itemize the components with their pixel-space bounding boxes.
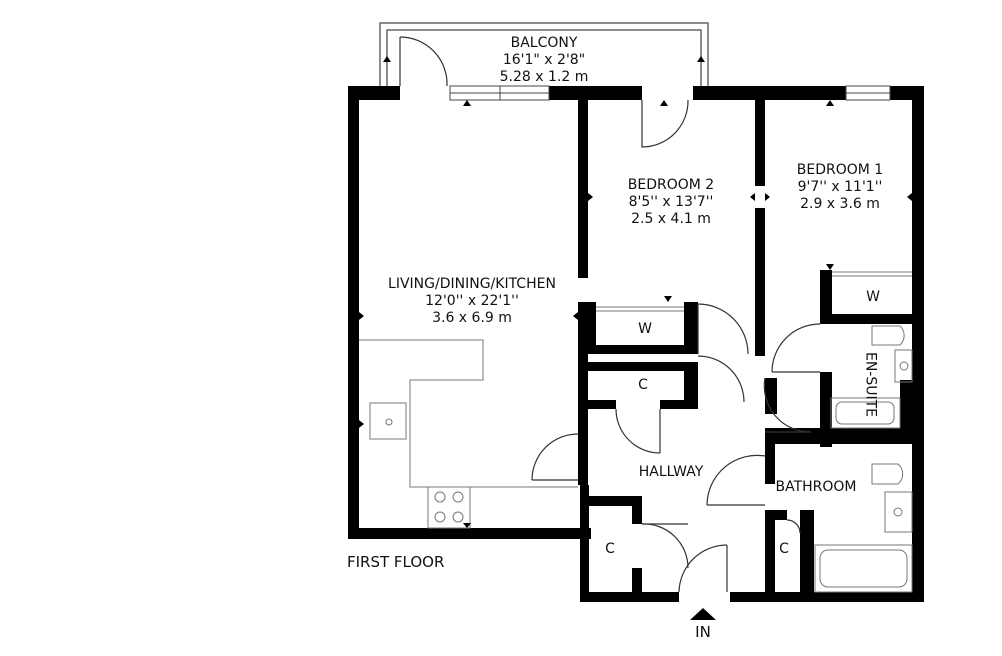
balcony-label: BALCONY 16'1" x 2'8" 5.28 x 1.2 m [494,35,594,86]
entrance-label: IN [695,623,711,641]
balcony-name: BALCONY [510,35,578,51]
direction-markers [359,56,912,528]
wardrobe-label-bed1: W [866,289,880,305]
entrance-arrow-icon [690,608,716,620]
bedroom2-metric: 2.5 x 4.1 m [631,211,711,227]
kitchen-counter [359,339,578,529]
cupboard-label-lower-right: C [779,541,789,557]
cupboard-label-hall: C [638,377,648,393]
ensuite-fixtures [830,325,913,429]
bedroom2-label: BEDROOM 2 8'5'' x 13'7'' 2.5 x 4.1 m [611,177,731,228]
windows [449,85,891,101]
cupboard-label-lower-left: C [605,541,615,557]
bedroom1-label: BEDROOM 1 9'7'' x 11'1'' 2.9 x 3.6 m [780,162,900,213]
living-label: LIVING/DINING/KITCHEN 12'0'' x 22'1'' 3.… [372,276,572,327]
floor-label: FIRST FLOOR [347,553,445,571]
walls [348,86,924,602]
bathroom-label: BATHROOM [775,479,857,495]
bathroom-fixtures [814,463,913,593]
balcony-imperial: 16'1" x 2'8" [502,52,586,68]
hallway-label: HALLWAY [638,464,704,480]
living-metric: 3.6 x 6.9 m [432,310,512,326]
wardrobe-doors [596,271,912,312]
wardrobe-label-bed2: W [638,321,652,337]
doors [399,36,821,593]
living-imperial: 12'0'' x 22'1'' [425,293,519,309]
bedroom2-name: BEDROOM 2 [627,177,715,193]
living-name: LIVING/DINING/KITCHEN [388,276,556,292]
bedroom1-metric: 2.9 x 3.6 m [800,196,880,212]
balcony-metric: 5.28 x 1.2 m [499,69,589,85]
bedroom1-name: BEDROOM 1 [796,162,884,178]
bedroom2-imperial: 8'5'' x 13'7'' [628,194,714,210]
bedroom1-imperial: 9'7'' x 11'1'' [797,179,883,195]
ensuite-label: EN-SUITE [862,351,879,418]
